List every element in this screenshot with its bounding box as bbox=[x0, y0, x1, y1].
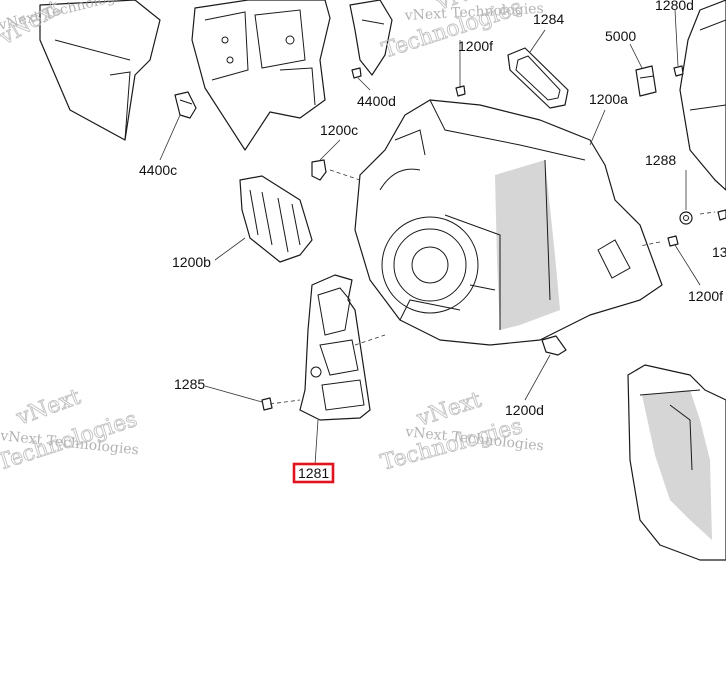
lower-right-panel-part[interactable] bbox=[627, 364, 726, 561]
front-cover-part[interactable] bbox=[354, 99, 663, 346]
vertical-bracket-part[interactable] bbox=[349, 0, 393, 76]
callout-1284[interactable]: 1284 bbox=[533, 11, 564, 27]
callout-1200d[interactable]: 1200d bbox=[505, 402, 544, 418]
vent-insert-1284-part[interactable] bbox=[507, 47, 569, 109]
fastener-1280d-part[interactable] bbox=[673, 65, 684, 77]
upper-bracket-part[interactable] bbox=[191, 0, 331, 151]
callout-1200c[interactable]: 1200c bbox=[320, 122, 358, 138]
watermark-bottom-left: vNext Technologies Technologies vNext bbox=[0, 384, 141, 476]
edge-panel-part[interactable] bbox=[679, 0, 726, 191]
fastener-4400d-part[interactable] bbox=[351, 67, 362, 79]
louver-1200b-part[interactable] bbox=[239, 175, 313, 263]
fastener-1200f-top-part[interactable] bbox=[455, 85, 466, 97]
callout-1200a[interactable]: 1200a bbox=[589, 91, 628, 107]
callout-5000[interactable]: 5000 bbox=[605, 28, 636, 44]
clip-4400c-part[interactable] bbox=[174, 91, 197, 119]
watermark-bottom-center: vNext Technologies Technologies vNext bbox=[378, 387, 545, 476]
screw-1285-part[interactable] bbox=[261, 397, 273, 411]
watermark-brand-text: vNext Technologies bbox=[403, 1, 544, 24]
fastener-1200f-right-part[interactable] bbox=[667, 235, 679, 247]
leader-lines bbox=[159, 9, 716, 466]
screw-1200c-part[interactable] bbox=[311, 159, 327, 181]
side-grille-1281-part[interactable] bbox=[299, 274, 371, 421]
callout-4400d[interactable]: 4400d bbox=[357, 93, 396, 109]
clip-5000-part[interactable] bbox=[635, 65, 657, 97]
callout-1200f-top[interactable]: 1200f bbox=[458, 38, 493, 54]
callout-1281-highlight[interactable]: 1281 bbox=[292, 462, 335, 484]
callout-1285[interactable]: 1285 bbox=[174, 376, 205, 392]
fastener-13-part[interactable] bbox=[717, 209, 726, 221]
side-panel-part[interactable] bbox=[39, 0, 161, 141]
callout-1281[interactable]: 1281 bbox=[298, 465, 329, 481]
callout-13[interactable]: 13 bbox=[712, 244, 726, 260]
callout-1200b[interactable]: 1200b bbox=[172, 254, 211, 270]
watermark-outline-prefix: vNext bbox=[13, 385, 85, 431]
clip-1200d-part[interactable] bbox=[541, 335, 567, 356]
callout-1281-box[interactable] bbox=[292, 462, 335, 484]
nut-1288-part[interactable] bbox=[679, 211, 693, 225]
callout-1200f-right[interactable]: 1200f bbox=[688, 288, 723, 304]
callout-4400c[interactable]: 4400c bbox=[139, 162, 177, 178]
callout-1280d[interactable]: 1280d bbox=[655, 0, 694, 13]
callout-1288[interactable]: 1288 bbox=[645, 152, 676, 168]
